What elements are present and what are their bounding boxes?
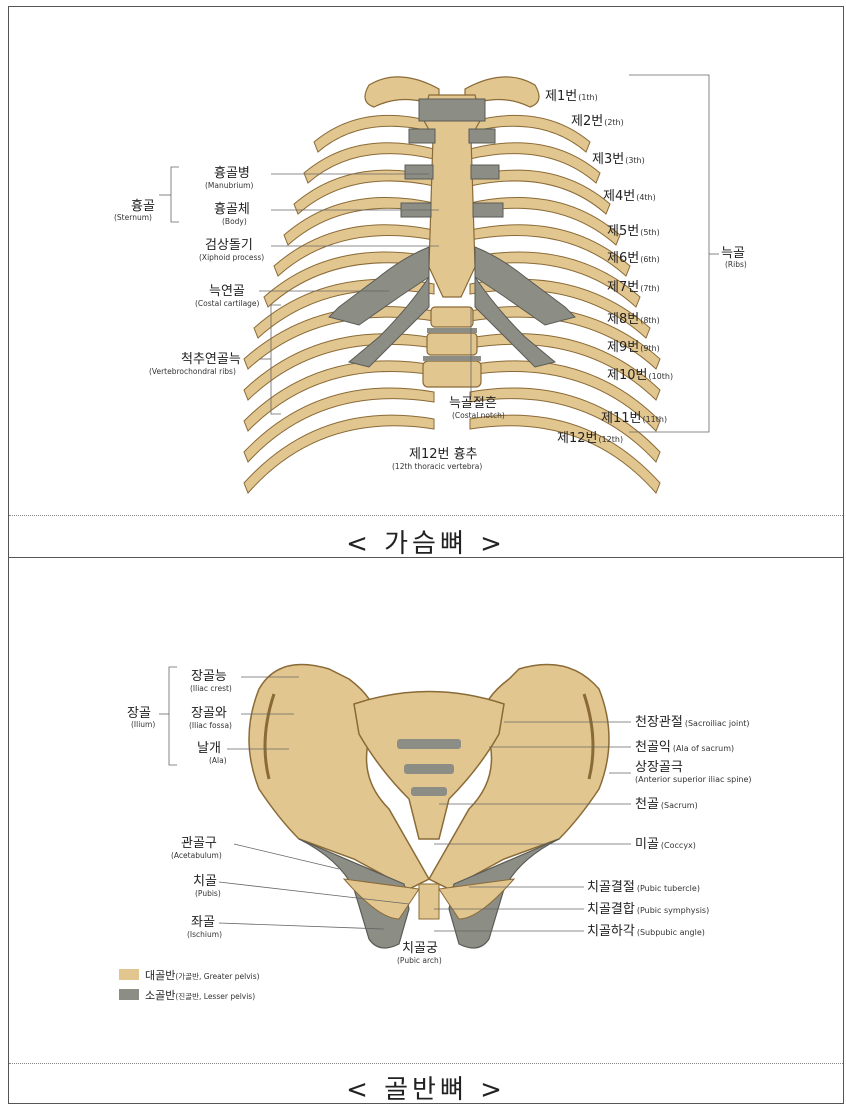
pubic-tubercle-label: 치골결절(Pubic tubercle) [587,880,700,895]
ilium-label: 장골 [127,706,151,721]
legend-swatch-lesser [119,989,139,1000]
acetabulum-en-label: (Acetabulum) [171,851,222,860]
pubic-arch-en-label: (Pubic arch) [397,956,442,965]
sternum-en-label: (Sternum) [114,213,152,222]
pelvis-right-labels: 천장관절(Sacroiliac joint) 천골익(Ala of sacrum… [587,715,752,939]
chest-caption: < 가슴뼈 > [9,523,843,560]
sacroiliac-label: 천장관절(Sacroiliac joint) [635,715,750,730]
costal-notch-label: 늑골절흔 [449,396,497,411]
ala-en-label: (Ala) [209,756,227,765]
costal-notch-en-label: (Costal notch) [452,411,505,420]
iliac-fossa-en-label: (Iliac fossa) [189,721,232,730]
ala-sacrum-label: 천골익(Ala of sacrum) [635,740,734,755]
ribs-group-label: 늑골 (Ribs) [721,246,747,269]
manubrium-en-label: (Manubrium) [205,181,253,190]
pelvis-divider [9,1063,843,1064]
sternum-label: 흉골 [131,199,155,214]
subpubic-angle-label: 치골하각(Subpubic angle) [587,924,705,939]
costal-cartilage-label: 늑연골 [209,284,245,299]
coccyx-label: 미골(Coccyx) [635,837,696,852]
costal-cartilage-en-label: (Costal cartilage) [195,299,260,308]
vertebrochondral-label: 척추연골늑 [181,352,241,367]
sacrum-label: 천골(Sacrum) [635,797,698,812]
rib-label-10: 제10번(10th) [607,368,673,383]
acetabulum-label: 관골구 [181,836,217,851]
pubis-en-label: (Pubis) [195,889,221,898]
body-label: 흉골체 [214,202,250,217]
manubrium-label: 흉골병 [214,166,250,181]
rib-label-2: 제2번(2th) [571,114,624,129]
pubis-label: 치골 [193,874,217,889]
vertebrochondral-en-label: (Vertebrochondral ribs) [149,367,236,376]
ala-label: 날개 [197,741,221,756]
asis-label: 상장골극 [635,760,683,775]
ilium-en-label: (Ilium) [131,720,155,729]
legend-swatch-greater [119,969,139,980]
figure-frame: 흉골 (Sternum) 흉골병 (Manubrium) 흉골체 (Body) … [8,6,844,1104]
rib-label-5: 제5번(5th) [607,224,660,239]
svg-text:(Ribs): (Ribs) [725,260,747,269]
panel-separator [9,557,843,558]
chest-divider [9,515,843,516]
pelvis-drawing [249,665,609,949]
rib-label-1: 제1번(1th) [545,89,598,104]
rib-label-8: 제8번(8th) [607,312,660,327]
pelvis-legend: 대골반(가골반, Greater pelvis) 소골반(진골반, Lesser… [119,969,260,1002]
iliac-fossa-label: 장골와 [191,706,227,721]
ribs-drawing [244,77,660,493]
iliac-crest-label: 장골능 [191,669,227,684]
rib-label-6: 제6번(6th) [607,251,660,266]
t12-label: 제12번 흉추 [409,447,478,462]
ischium-en-label: (Ischium) [187,930,222,939]
rib-label-3: 제3번(3th) [592,152,645,167]
iliac-crest-en-label: (Iliac crest) [190,684,232,693]
rib-label-11: 제11번(11th) [601,411,667,426]
pubic-symphysis-label: 치골결합(Pubic symphysis) [587,902,709,917]
t12-en-label: (12th thoracic vertebra) [392,462,482,471]
asis-en-label: (Anterior superior iliac spine) [635,775,752,784]
pelvis-diagram: 장골 (Ilium) 장골능 (Iliac crest) 장골와 (Iliac … [9,559,843,1059]
rib-label-9: 제9번(9th) [607,340,660,355]
rib-label-4: 제4번(4th) [603,189,656,204]
legend-item-lesser: 소골반(진골반, Lesser pelvis) [145,989,255,1002]
xiphoid-en-label: (Xiphoid process) [199,253,264,262]
rib-cage-diagram: 흉골 (Sternum) 흉골병 (Manubrium) 흉골체 (Body) … [9,7,843,507]
ischium-label: 좌골 [191,915,215,930]
pelvis-caption: < 골반뼈 > [9,1069,843,1106]
legend-item-greater: 대골반(가골반, Greater pelvis) [145,969,260,982]
svg-text:늑골: 늑골 [721,246,745,261]
rib-label-7: 제7번(7th) [607,280,660,295]
xiphoid-label: 검상돌기 [205,238,253,253]
body-en-label: (Body) [222,217,247,226]
pubic-arch-label: 치골궁 [402,941,438,956]
rib-label-12: 제12번(12th) [557,431,623,446]
